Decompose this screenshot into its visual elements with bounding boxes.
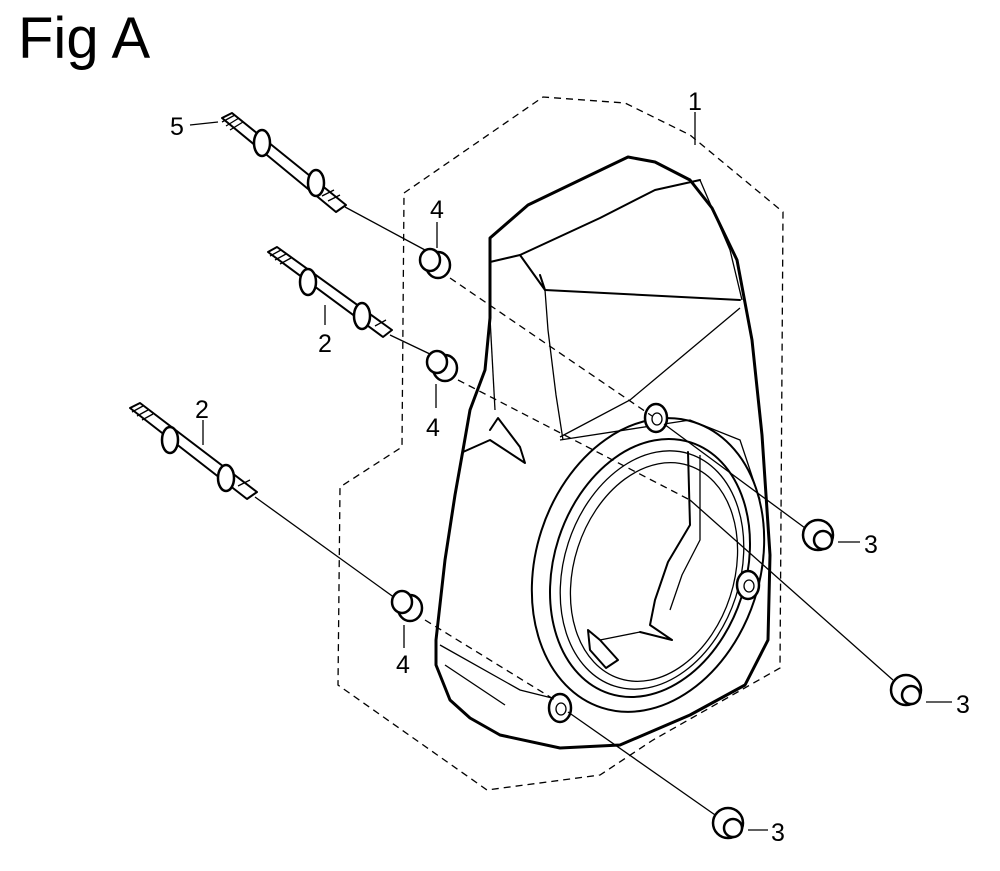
long-bolt	[221, 112, 347, 213]
callout-leaders	[189, 121, 952, 831]
callout-collar-bottom: 4	[396, 651, 410, 679]
callout-nut-bottom: 3	[771, 819, 785, 847]
callout-housing: 1	[688, 88, 702, 116]
flange-nut-right-upper	[801, 518, 835, 552]
figure-title: Fig A	[18, 6, 151, 71]
assembly-lines	[254, 206, 894, 818]
callout-labels: 1 5 4 2 4 2 3 4 3 3	[170, 88, 970, 847]
collar-top	[418, 247, 452, 280]
callout-collar-middle: 4	[426, 414, 440, 442]
flange-nut-bottom	[711, 806, 745, 840]
collar-bottom	[390, 589, 424, 623]
fan-cover-housing	[434, 155, 772, 750]
callout-stud-lower: 2	[195, 396, 209, 424]
stud-bolt-upper	[267, 246, 393, 338]
callout-nut-right-upper: 3	[864, 531, 878, 559]
assembly-boundary	[337, 96, 784, 791]
flange-nut-right-lower	[889, 673, 923, 707]
collar-middle	[425, 349, 459, 383]
callout-nut-right-lower: 3	[956, 691, 970, 719]
callout-collar-top: 4	[430, 196, 444, 224]
stud-bolt-lower	[129, 402, 258, 500]
callout-stud-upper: 2	[318, 330, 332, 358]
callout-bolt-long: 5	[170, 113, 184, 141]
